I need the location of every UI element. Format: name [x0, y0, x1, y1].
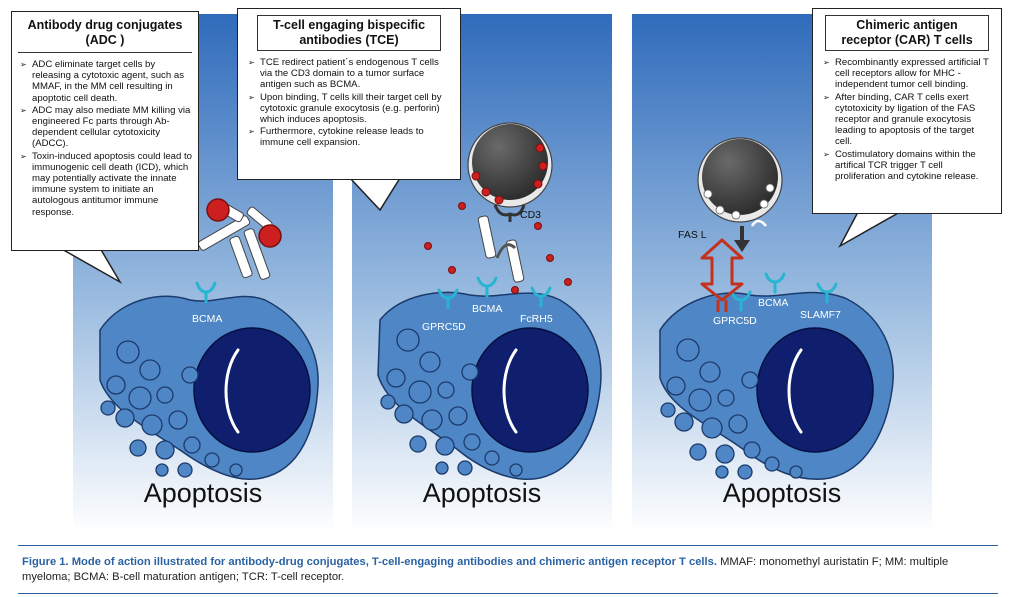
bullet: After binding, CAR T cells exert cytotox… — [823, 92, 993, 148]
cytotoxic-granules — [471, 143, 548, 205]
callout-title: Antibody drug conjugates (ADC ) — [27, 18, 183, 47]
outcome-label-adc: Apoptosis — [143, 478, 263, 508]
receptor-label-gprc5d: GPRC5D — [422, 321, 466, 333]
nucleus-highlight — [787, 348, 803, 434]
callout-bullets: Recombinantly expressed artificial T cel… — [821, 57, 993, 182]
receptor-label-bcma: BCMA — [758, 297, 788, 309]
car-receptor — [700, 238, 744, 312]
t-cell-tce — [467, 122, 553, 222]
caption-lead: Figure 1. Mode of action illustrated for… — [22, 556, 717, 568]
callout-adc: Antibody drug conjugates (ADC ) ADC elim… — [11, 11, 199, 251]
nucleus-highlight — [502, 348, 518, 434]
receptor-fcrh5-tce — [530, 286, 552, 308]
tumor-cell-adc — [99, 295, 319, 480]
receptor-slamf7-car — [816, 282, 838, 304]
caption-rest: MMAF: monomethyl auristatin F; MM: multi… — [22, 556, 949, 583]
receptor-label-gprc5d: GPRC5D — [713, 315, 757, 327]
nucleus-highlight — [224, 348, 240, 434]
bullet: Toxin-induced apoptosis could lead to im… — [20, 151, 192, 218]
bullet: ADC may also mediate MM killing via engi… — [20, 105, 192, 150]
nucleus — [471, 327, 589, 453]
antibody-drug-conjugate — [197, 198, 282, 280]
receptor-bcma-car — [764, 272, 786, 294]
receptor-label-fcrh5: FcRH5 — [520, 313, 553, 325]
bullet: Recombinantly expressed artificial T cel… — [823, 57, 993, 91]
receptor-label-bcma: BCMA — [472, 303, 502, 315]
tumor-cell-tce — [377, 291, 602, 480]
receptor-label-bcma: BCMA — [192, 313, 222, 325]
receptor-gprc5d-tce — [437, 288, 459, 310]
fas-l-label: FAS L — [678, 229, 707, 241]
receptor-label-slamf7: SLAMF7 — [800, 309, 841, 321]
figure-caption-block: Figure 1. Mode of action illustrated for… — [18, 545, 998, 594]
receptor-bcma-tce — [476, 276, 498, 298]
figure-caption: Figure 1. Mode of action illustrated for… — [22, 555, 994, 585]
bullet: Upon binding, T cells kill their target … — [248, 92, 452, 126]
toxin-payload — [206, 198, 230, 222]
vesicles — [100, 340, 243, 478]
bispecific-antibody — [477, 215, 525, 283]
callout-title: T-cell engaging bispecific antibodies (T… — [272, 18, 426, 47]
fas-ligand-arrow — [734, 226, 750, 252]
granules — [703, 183, 775, 220]
receptor-bcma-adc — [195, 281, 217, 304]
nucleus — [756, 327, 874, 453]
bullet: Furthermore, cytokine release leads to i… — [248, 126, 452, 148]
bullet: Costimulatory domains within the artific… — [823, 149, 993, 183]
callout-bullets: ADC eliminate target cells by releasing … — [18, 59, 192, 218]
callout-tce: T-cell engaging bispecific antibodies (T… — [237, 8, 461, 180]
tumor-cell-car — [659, 291, 894, 480]
callout-title: Chimeric antigen receptor (CAR) T cells — [841, 18, 973, 47]
nucleus — [193, 327, 311, 453]
car-t-cell — [697, 137, 783, 227]
vesicles — [380, 328, 523, 477]
released-granules — [424, 202, 572, 294]
bullet: ADC eliminate target cells by releasing … — [20, 59, 192, 104]
toxin-payload — [258, 224, 282, 248]
bullet: TCE redirect patient´s endogenous T cell… — [248, 57, 452, 91]
outcome-label-tce: Apoptosis — [422, 478, 542, 508]
cd3-label: CD3 — [520, 209, 541, 221]
outcome-label-car: Apoptosis — [722, 478, 842, 508]
receptor-gprc5d-car — [730, 290, 752, 312]
callout-car: Chimeric antigen receptor (CAR) T cells … — [812, 8, 1002, 214]
callout-bullets: TCE redirect patient´s endogenous T cell… — [246, 57, 452, 149]
vesicles — [660, 338, 803, 480]
mechanism-diagram: BCMA — [57, 14, 932, 534]
